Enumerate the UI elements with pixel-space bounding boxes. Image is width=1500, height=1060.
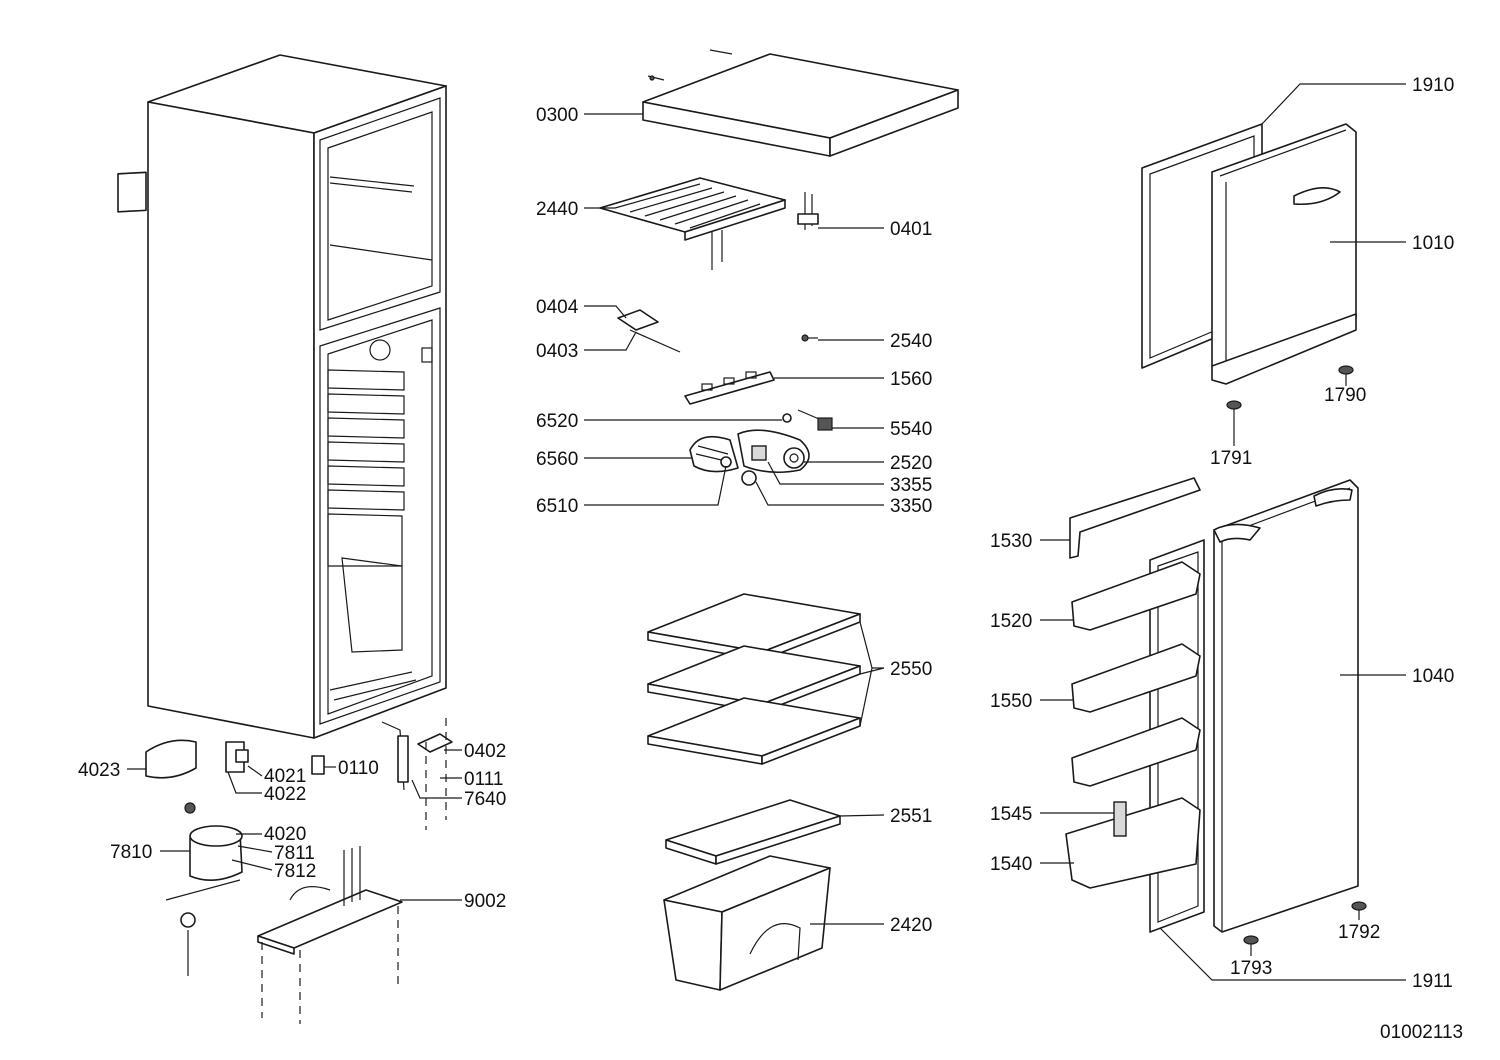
part-label-1010: 1010 bbox=[1412, 233, 1454, 254]
part-label-4022: 4022 bbox=[264, 784, 306, 805]
part-label-0300: 0300 bbox=[536, 105, 578, 126]
part-label-2540: 2540 bbox=[890, 331, 932, 352]
part-label-1791: 1791 bbox=[1210, 448, 1252, 469]
part-label-5540: 5540 bbox=[890, 419, 932, 440]
top-cover-part bbox=[642, 49, 959, 157]
part-label-1790: 1790 bbox=[1324, 385, 1366, 406]
part-label-7640: 7640 bbox=[464, 789, 506, 810]
part-label-6520: 6520 bbox=[536, 411, 578, 432]
part-label-1540: 1540 bbox=[990, 854, 1032, 875]
part-label-4020: 4020 bbox=[264, 824, 306, 845]
part-label-7810: 7810 bbox=[110, 842, 152, 863]
part-label-2520: 2520 bbox=[890, 453, 932, 474]
part-label-0403: 0403 bbox=[536, 341, 578, 362]
part-label-1550: 1550 bbox=[990, 691, 1032, 712]
part-label-1040: 1040 bbox=[1412, 666, 1454, 687]
refrigerator-cabinet bbox=[117, 54, 447, 739]
part-label-1530: 1530 bbox=[990, 531, 1032, 552]
drawing-number: 01002113 bbox=[1380, 1022, 1463, 1043]
part-label-7812: 7812 bbox=[274, 861, 316, 882]
part-label-4021: 4021 bbox=[264, 766, 306, 787]
leader-lines bbox=[127, 83, 1406, 981]
part-label-1792: 1792 bbox=[1338, 922, 1380, 943]
part-label-2550: 2550 bbox=[890, 659, 932, 680]
part-label-2551: 2551 bbox=[890, 806, 932, 827]
part-label-3350: 3350 bbox=[890, 496, 932, 517]
part-label-0404: 0404 bbox=[536, 297, 579, 318]
part-label-1793: 1793 bbox=[1230, 958, 1272, 979]
part-label-6510: 6510 bbox=[536, 496, 578, 517]
crisper-part bbox=[663, 799, 841, 991]
part-label-3355: 3355 bbox=[890, 475, 932, 496]
part-label-1560: 1560 bbox=[890, 369, 932, 390]
fridge-door-part bbox=[1065, 477, 1367, 945]
part-label-4023: 4023 bbox=[78, 760, 120, 781]
part-label-0401: 0401 bbox=[890, 219, 932, 240]
part-label-0110: 0110 bbox=[338, 758, 379, 779]
part-label-1911: 1911 bbox=[1412, 971, 1453, 992]
freezer-shelf-part bbox=[599, 177, 819, 270]
small-parts-lower-left bbox=[145, 718, 453, 1024]
part-label-2420: 2420 bbox=[890, 915, 932, 936]
part-label-9002: 9002 bbox=[464, 891, 506, 912]
part-label-0111: 0111 bbox=[464, 769, 503, 790]
thermostat-assembly bbox=[617, 309, 833, 486]
part-number-labels: 0300 2440 0401 0404 0403 2540 1560 6520 … bbox=[78, 75, 1463, 1043]
part-label-7811: 7811 bbox=[274, 843, 315, 864]
freezer-door-part bbox=[1141, 123, 1357, 410]
part-label-1910: 1910 bbox=[1412, 75, 1454, 96]
part-label-6560: 6560 bbox=[536, 449, 578, 470]
part-label-0402: 0402 bbox=[464, 741, 506, 762]
glass-shelves-part bbox=[647, 593, 861, 765]
part-label-1545: 1545 bbox=[990, 804, 1032, 825]
part-label-1520: 1520 bbox=[990, 611, 1032, 632]
part-label-2440: 2440 bbox=[536, 199, 578, 220]
